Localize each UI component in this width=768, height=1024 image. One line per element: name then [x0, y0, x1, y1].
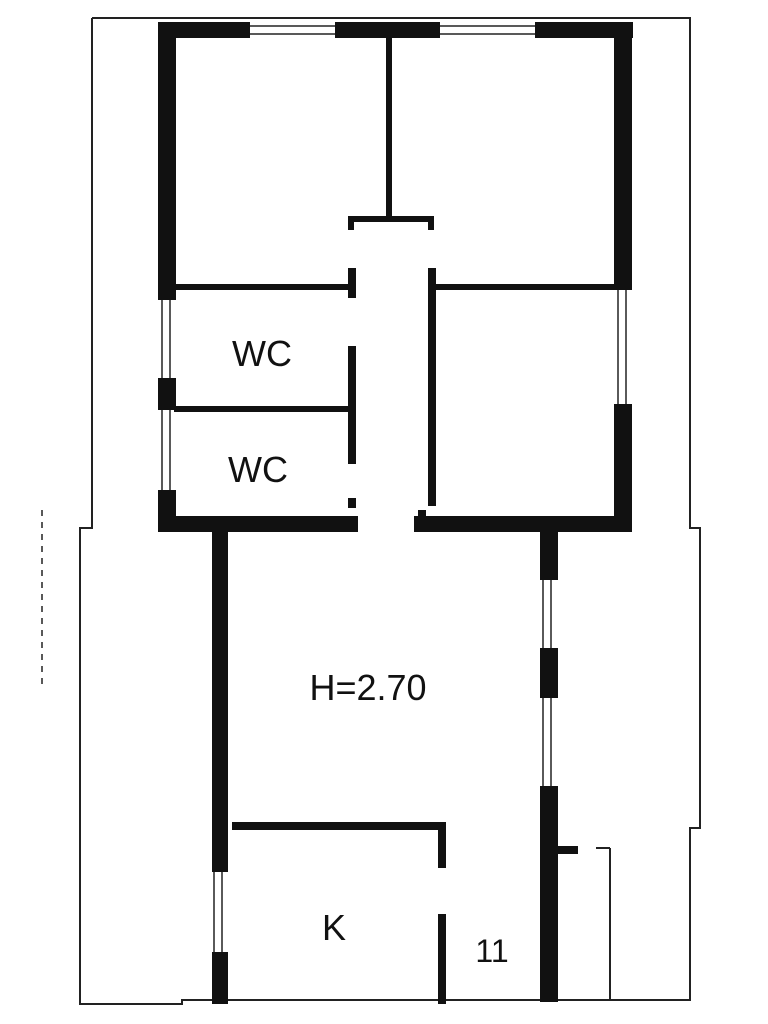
building-outline — [41, 17, 701, 1005]
exterior-walls — [158, 22, 633, 1004]
wc-upper-label: WC — [232, 333, 292, 374]
unit-number-label: 11 — [475, 933, 508, 969]
windows — [161, 25, 627, 952]
kitchen-label: K — [322, 907, 346, 948]
ceiling-height-label: H=2.70 — [309, 667, 426, 708]
interior-walls — [174, 34, 616, 1004]
wc-lower-label: WC — [228, 449, 288, 490]
